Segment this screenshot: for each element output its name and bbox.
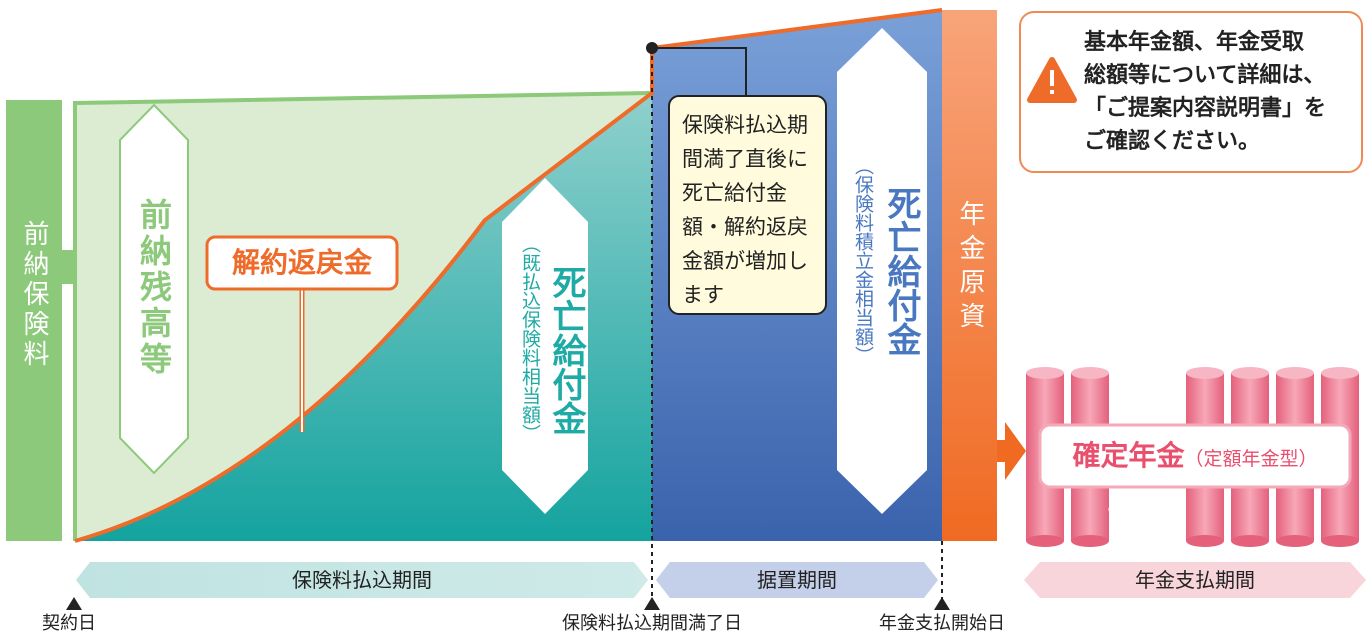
death-benefit-deferred-hexagon — [837, 28, 927, 514]
notice-box — [1019, 11, 1363, 173]
death-benefit-deferred-note: （保険料積立金相当額） — [852, 156, 874, 365]
deferral-period-label: 据置期間 — [757, 568, 837, 592]
pension-arrow — [997, 422, 1026, 480]
notice-line-4: ご確認ください。 — [1084, 129, 1261, 154]
prepaid-premium-band — [6, 100, 62, 541]
prepaid-balance-outline — [73, 91, 653, 541]
pension-period-label: 年金支払期間 — [1135, 568, 1255, 592]
value-line — [74, 8, 943, 543]
warning-icon-dot — [1050, 90, 1054, 94]
payment-end-label: 保険料払込期間満了日 — [562, 613, 742, 634]
callout-text: 保険料払込期間満了直後に死亡給付金額・解約返戻金額が増加します — [682, 113, 808, 307]
surrender-label-box — [205, 235, 399, 291]
death-benefit-paying-title: 死亡給付金 — [546, 265, 586, 435]
contract-date-marker — [66, 597, 82, 610]
pension-fund-bar — [942, 10, 997, 541]
pension-type: （定額年金型） — [1184, 448, 1318, 470]
pension-fund-label: 年金原資 — [955, 200, 985, 336]
pension-period-band — [1024, 562, 1366, 598]
notice-line-2: 総額等について詳細は、 — [1084, 63, 1326, 88]
notice-line-1: 基本年金額、年金受取 — [1084, 30, 1305, 55]
pension-label: 確定年金（定額年金型） — [1040, 425, 1350, 487]
pension-start-label: 年金支払開始日 — [879, 613, 1005, 634]
payment-end-marker — [644, 597, 660, 610]
pension-start-marker — [934, 597, 950, 610]
prepaid-balance-hexagon — [119, 103, 189, 475]
surrender-value-label: 解約返戻金 — [231, 246, 372, 279]
warning-icon-bar — [1050, 70, 1054, 86]
pension-label-box — [1038, 423, 1352, 489]
notice-text: 基本年金額、年金受取 総額等について詳細は、 「ご提案内容説明書」を ご確認くだ… — [1084, 26, 1356, 158]
death-benefit-paying-hexagon — [502, 178, 588, 514]
deferral-period-band — [656, 562, 938, 598]
pension-ellipsis: ••• — [1104, 494, 1172, 527]
callout-box — [668, 95, 827, 315]
contract-date-label: 契約日 — [42, 613, 96, 634]
notice-line-3: 「ご提案内容説明書」を — [1084, 96, 1327, 121]
callout-pointer — [652, 47, 747, 96]
death-benefit-deferred-title: 死亡給付金 — [881, 186, 921, 356]
prepaid-balance-label: 前納残高等 — [135, 198, 173, 378]
premium-period-band — [76, 562, 648, 598]
premium-period-label: 保険料払込期間 — [292, 568, 432, 592]
pension-title: 確定年金 — [1072, 439, 1185, 472]
prepaid-premium-label: 前納保険料 — [19, 220, 49, 370]
death-benefit-paying-note: （既払込保険料相当額） — [519, 234, 541, 443]
